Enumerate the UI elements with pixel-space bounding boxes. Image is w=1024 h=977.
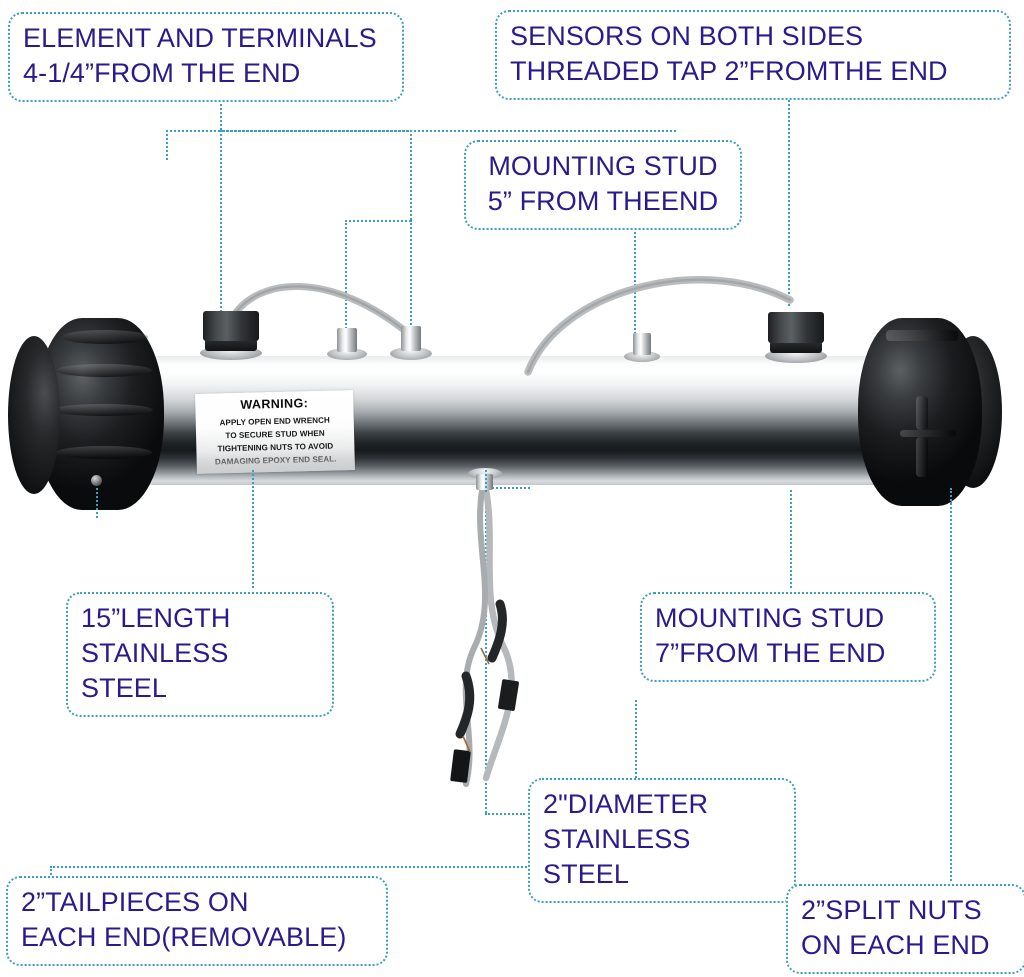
mounting-stud-3-base — [624, 351, 660, 362]
mounting-stud-1 — [337, 328, 357, 352]
tick-warning-label — [252, 470, 254, 492]
terminal-nut-right — [768, 312, 824, 343]
leader-terminal-right-drop — [410, 130, 412, 220]
leader-terminal-stud-b — [410, 220, 412, 332]
leader-terminal-subbar — [345, 220, 411, 222]
split-nut-right-tab-bar — [900, 430, 956, 437]
leader-terminal-left-drop — [220, 130, 222, 320]
warning-label-title: WARNING: — [240, 396, 309, 412]
warning-label: WARNING: APPLY OPEN END WRENCH TO SECURE… — [195, 390, 355, 474]
leader-splitnuts-drop — [950, 496, 952, 881]
tick-sensor-port — [485, 470, 487, 492]
stainless-heater-tube — [120, 356, 910, 485]
leader-terminal-stud-a — [345, 220, 347, 332]
leader-diameter-drop — [485, 487, 487, 813]
tube-seam-right — [880, 356, 882, 485]
tailpiece-left — [8, 336, 60, 494]
terminal-nut-left-base — [205, 339, 257, 351]
split-nut-right — [858, 318, 982, 506]
split-nut-left-rib-2 — [56, 364, 152, 377]
callout-2in-diameter[interactable]: 2"DIAMETER STAINLESS STEEL — [528, 778, 796, 904]
split-nut-left-rib-1 — [62, 330, 148, 344]
split-nut-left-rib-3 — [53, 404, 153, 416]
callout-sensors-both-sides[interactable]: SENSORS ON BOTH SIDES THREADED TAP 2”FRO… — [495, 10, 1011, 101]
split-nut-left-screw — [91, 475, 102, 486]
terminal-nut-right-base — [770, 341, 822, 353]
tick-right-nut — [950, 488, 952, 504]
callout-15in-length[interactable]: 15”LENGTH STAINLESS STEEL — [66, 592, 334, 718]
split-nut-right-tab-bottom — [916, 437, 928, 477]
tailpiece-right — [944, 336, 1002, 488]
leader-stud7-drop — [790, 490, 792, 588]
leader-diameter-bar — [485, 813, 525, 815]
tick-left-nut — [96, 488, 98, 518]
mounting-stud-2-base — [390, 347, 432, 360]
terminal-nut-left-washer — [200, 346, 262, 360]
split-nut-right-rib — [886, 330, 958, 341]
split-nut-left-rib-4 — [56, 446, 152, 459]
callout-mounting-stud-5in[interactable]: MOUNTING STUD 5” FROM THEEND — [464, 140, 742, 231]
warning-label-shadow — [196, 448, 355, 474]
callout-2in-tailpieces[interactable]: 2”TAILPIECES ON EACH END(REMOVABLE) — [6, 876, 388, 967]
callout-element-terminals[interactable]: ELEMENT AND TERMINALS 4-1/4”FROM THE END — [8, 12, 404, 103]
split-nut-left — [36, 318, 164, 510]
leader-stud5-top-drop — [166, 130, 168, 160]
leader-stud5-drop — [634, 212, 636, 342]
leader-sensors-drop — [788, 96, 790, 306]
callout-2in-split-nuts[interactable]: 2”SPLIT NUTS ON EACH END — [786, 884, 1024, 975]
terminal-nut-right-washer — [765, 349, 827, 363]
leader-15in-drop — [252, 478, 254, 588]
terminal-nut-left — [203, 311, 259, 341]
warning-label-body: APPLY OPEN END WRENCH TO SECURE STUD WHE… — [214, 415, 337, 467]
leader-stud5-bar — [166, 130, 676, 132]
leader-diameter-tube-bar — [485, 487, 530, 489]
tube-seam-left — [150, 356, 152, 485]
leader-tailpiece-bar — [50, 866, 635, 868]
split-nut-right-tab-top — [916, 396, 928, 430]
mounting-stud-1-base — [327, 348, 367, 360]
leader-element-terminals-drop — [220, 96, 222, 130]
callout-mounting-stud-7in[interactable]: MOUNTING STUD 7”FROM THE END — [640, 592, 936, 683]
